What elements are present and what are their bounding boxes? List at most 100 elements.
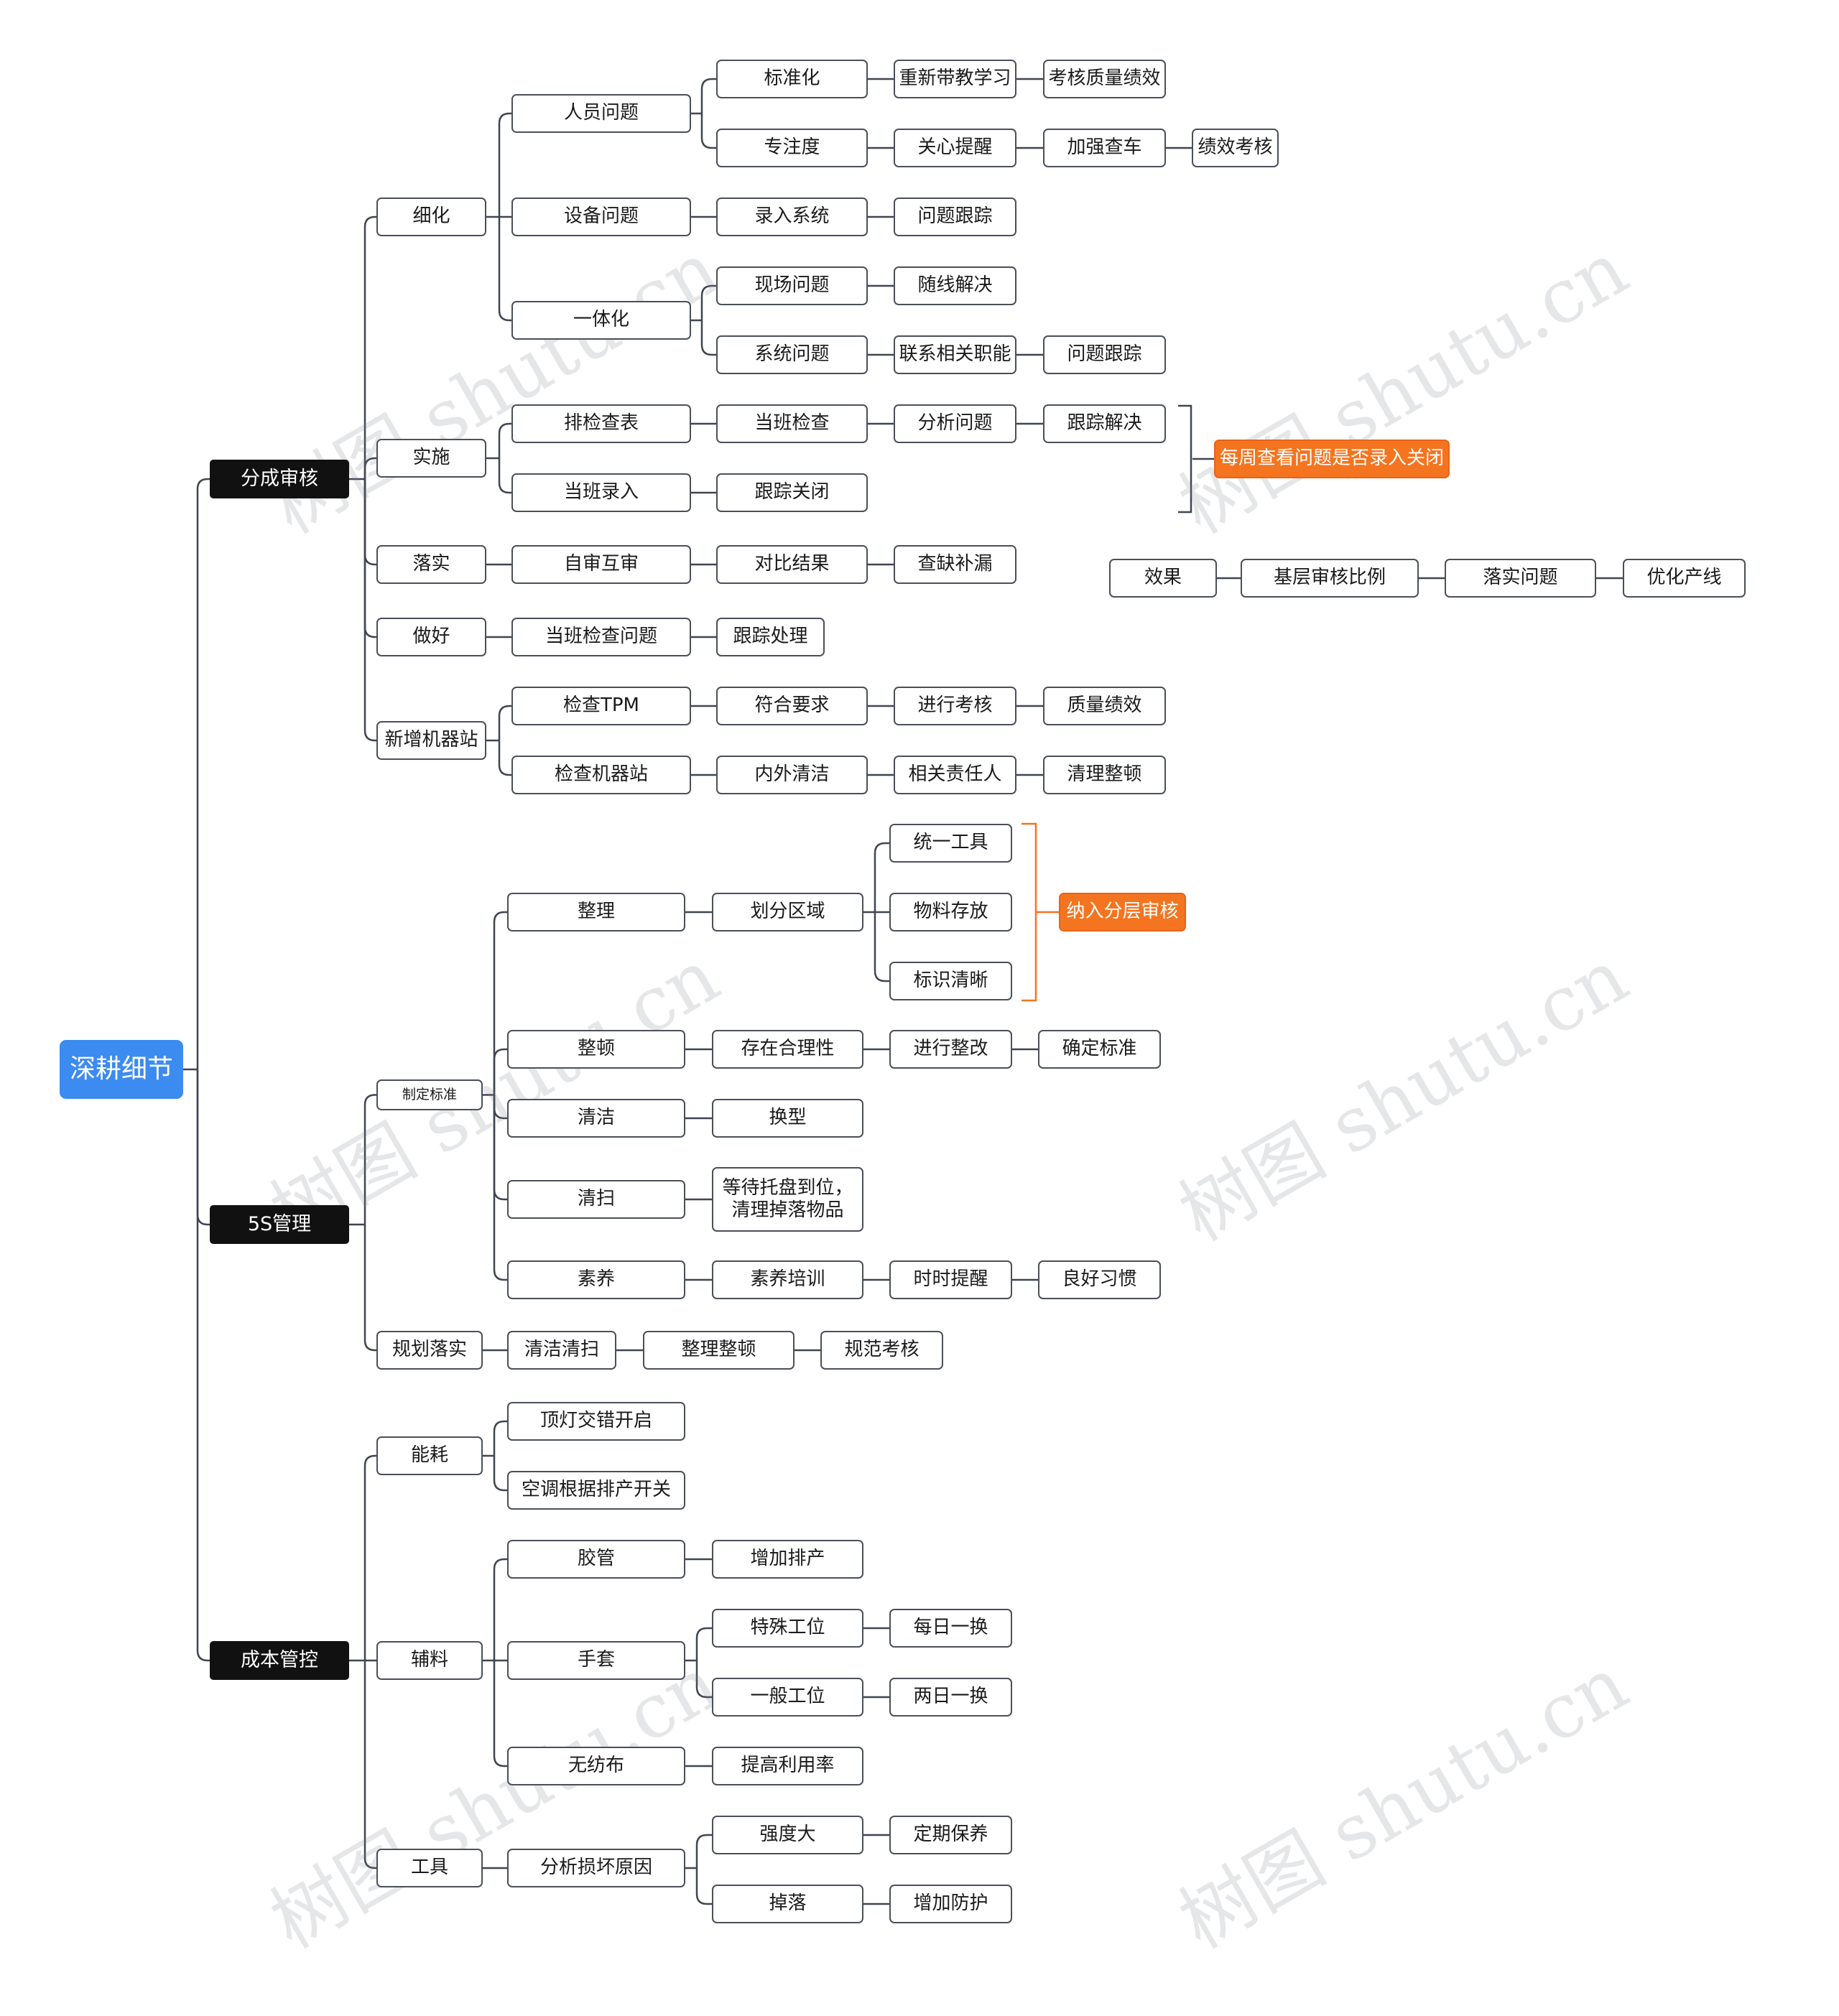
topic-implement-issues[interactable]: 落实问题 <box>1445 559 1596 598</box>
topic-materials[interactable]: 辅料 <box>376 1641 483 1680</box>
connector-line <box>493 1660 507 1768</box>
summary-weekly-review[interactable]: 每周查看问题是否录入关闭 <box>1214 440 1450 478</box>
branch-cost[interactable]: 成本管控 <box>210 1641 349 1680</box>
topic-clean-in-out[interactable]: 内外清洁 <box>716 756 868 794</box>
topic-improve-utilization[interactable]: 提高利用率 <box>712 1747 863 1785</box>
topic-system-issue[interactable]: 系统问题 <box>716 335 868 374</box>
topic-hose[interactable]: 胶管 <box>507 1540 685 1579</box>
topic-contact-functions[interactable]: 联系相关职能 <box>894 335 1016 374</box>
topic-sort[interactable]: 整理 <box>507 893 685 932</box>
branch-audit[interactable]: 分成审核 <box>210 460 349 498</box>
topic-optimize-line[interactable]: 优化产线 <box>1623 559 1746 598</box>
topic-constant-reminder[interactable]: 时时提醒 <box>889 1260 1012 1299</box>
topic-effect[interactable]: 效果 <box>1109 559 1217 598</box>
topic-issue-tracking[interactable]: 问题跟踪 <box>894 198 1016 236</box>
topic-care-remind[interactable]: 关心提醒 <box>894 129 1016 167</box>
topic-inspect-more[interactable]: 加强查车 <box>1043 129 1166 167</box>
topic-analyze-damage[interactable]: 分析损坏原因 <box>507 1849 685 1887</box>
topic-gloves[interactable]: 手套 <box>507 1641 685 1680</box>
topic-rationality[interactable]: 存在合理性 <box>712 1030 863 1069</box>
topic-equipment[interactable]: 设备问题 <box>511 198 691 236</box>
topic-responsible-person[interactable]: 相关责任人 <box>894 756 1016 794</box>
topic-shift-check-issues[interactable]: 当班检查问题 <box>511 618 691 656</box>
topic-focus[interactable]: 专注度 <box>716 129 868 167</box>
topic-standardize[interactable]: 标准化 <box>716 60 868 98</box>
topic-clear-labels[interactable]: 标识清晰 <box>889 962 1012 1000</box>
topic-tools[interactable]: 工具 <box>376 1849 483 1887</box>
topic-do-well[interactable]: 做好 <box>376 618 486 656</box>
topic-add-protection[interactable]: 增加防护 <box>889 1885 1012 1923</box>
topic-good-habits[interactable]: 良好习惯 <box>1038 1260 1161 1299</box>
topic-issue-tracking[interactable]: 问题跟踪 <box>1043 335 1166 374</box>
topic-sort-set[interactable]: 整理整顿 <box>643 1331 795 1370</box>
topic-sweep[interactable]: 清扫 <box>507 1180 685 1219</box>
topic-check-station[interactable]: 检查机器站 <box>511 756 691 794</box>
topic-standardize-clean[interactable]: 清洁 <box>507 1099 685 1138</box>
topic-special-station[interactable]: 特殊工位 <box>712 1609 863 1648</box>
connector-line <box>363 215 376 479</box>
topic-general-station[interactable]: 一般工位 <box>712 1678 863 1717</box>
topic-new-station[interactable]: 新增机器站 <box>376 721 486 760</box>
topic-two-day-change[interactable]: 两日一换 <box>889 1678 1012 1717</box>
topic-solve-on-line[interactable]: 随线解决 <box>894 266 1016 305</box>
topic-rectify[interactable]: 进行整改 <box>889 1030 1012 1069</box>
topic-staggered-lights[interactable]: 顶灯交错开启 <box>507 1402 685 1441</box>
topic-self-mutual-audit[interactable]: 自审互审 <box>511 545 691 584</box>
topic-nonwoven[interactable]: 无纺布 <box>507 1747 685 1785</box>
topic-meets-requirements[interactable]: 符合要求 <box>716 687 868 725</box>
topic-schedule-checklist[interactable]: 排检查表 <box>511 404 691 443</box>
topic-daily-change[interactable]: 每日一换 <box>889 1609 1012 1648</box>
connector-line <box>363 1094 376 1225</box>
topic-detail[interactable]: 细化 <box>376 198 486 236</box>
topic-retrain[interactable]: 重新带教学习 <box>894 60 1016 98</box>
topic-drop[interactable]: 掉落 <box>712 1885 863 1923</box>
topic-wait-pallet[interactable]: 等待托盘到位， 清理掉落物品 <box>712 1167 863 1232</box>
summary-layered-audit[interactable]: 纳入分层审核 <box>1059 893 1186 932</box>
topic-standard-assess[interactable]: 规范考核 <box>820 1331 943 1370</box>
topic-define-standard[interactable]: 确定标准 <box>1038 1030 1161 1069</box>
connector-line <box>498 705 511 740</box>
topic-site-issue[interactable]: 现场问题 <box>716 266 868 305</box>
topic-implement[interactable]: 实施 <box>376 439 486 478</box>
topic-changeover[interactable]: 换型 <box>712 1099 863 1138</box>
topic-compare-results[interactable]: 对比结果 <box>716 545 868 584</box>
topic-set-in-order[interactable]: 整顿 <box>507 1030 685 1069</box>
topic-clean-sweep[interactable]: 清洁清扫 <box>507 1331 616 1370</box>
topic-high-strength[interactable]: 强度大 <box>712 1816 863 1854</box>
topic-ac-schedule[interactable]: 空调根据排产开关 <box>507 1471 685 1510</box>
topic-quality-kpi[interactable]: 考核质量绩效 <box>1043 60 1166 98</box>
connector-line <box>196 1069 210 1226</box>
connector-line <box>498 112 511 217</box>
topic-performance[interactable]: 绩效考核 <box>1192 129 1279 167</box>
topic-analyze-issue[interactable]: 分析问题 <box>894 404 1016 443</box>
topic-plan-implement[interactable]: 规划落实 <box>376 1331 483 1370</box>
topic-regular-maintenance[interactable]: 定期保养 <box>889 1816 1012 1854</box>
topic-track-handle[interactable]: 跟踪处理 <box>716 618 825 656</box>
topic-discipline[interactable]: 素养 <box>507 1260 685 1299</box>
topic-fill-gaps[interactable]: 查缺补漏 <box>894 545 1016 584</box>
topic-clean-up[interactable]: 清理整顿 <box>1043 756 1166 794</box>
topic-enter-system[interactable]: 录入系统 <box>716 198 868 236</box>
root-topic[interactable]: 深耕细节 <box>60 1040 183 1099</box>
topic-unify-tools[interactable]: 统一工具 <box>889 824 1012 863</box>
connector-line <box>196 1069 210 1662</box>
topic-increase-schedule[interactable]: 增加排产 <box>712 1540 863 1579</box>
topic-grassroots-ratio[interactable]: 基层审核比例 <box>1241 559 1419 598</box>
topic-check-tpm[interactable]: 检查TPM <box>511 687 691 725</box>
topic-people[interactable]: 人员问题 <box>511 94 691 133</box>
topic-integration[interactable]: 一体化 <box>511 301 691 340</box>
topic-shift-entry[interactable]: 当班录入 <box>511 473 691 512</box>
topic-track-close[interactable]: 跟踪关闭 <box>716 473 868 512</box>
topic-track-solve[interactable]: 跟踪解决 <box>1043 404 1166 443</box>
topic-energy[interactable]: 能耗 <box>376 1436 483 1475</box>
topic-training[interactable]: 素养培训 <box>712 1260 863 1299</box>
topic-execute[interactable]: 落实 <box>376 545 486 584</box>
topic-divide-areas[interactable]: 划分区域 <box>712 893 863 932</box>
topic-set-standards[interactable]: 制定标准 <box>376 1079 483 1110</box>
topic-quality-performance[interactable]: 质量绩效 <box>1043 687 1166 725</box>
branch-5s[interactable]: 5S管理 <box>210 1205 349 1244</box>
topic-assess[interactable]: 进行考核 <box>894 687 1016 725</box>
topic-material-storage[interactable]: 物料存放 <box>889 893 1012 932</box>
topic-shift-check[interactable]: 当班检查 <box>716 404 868 443</box>
